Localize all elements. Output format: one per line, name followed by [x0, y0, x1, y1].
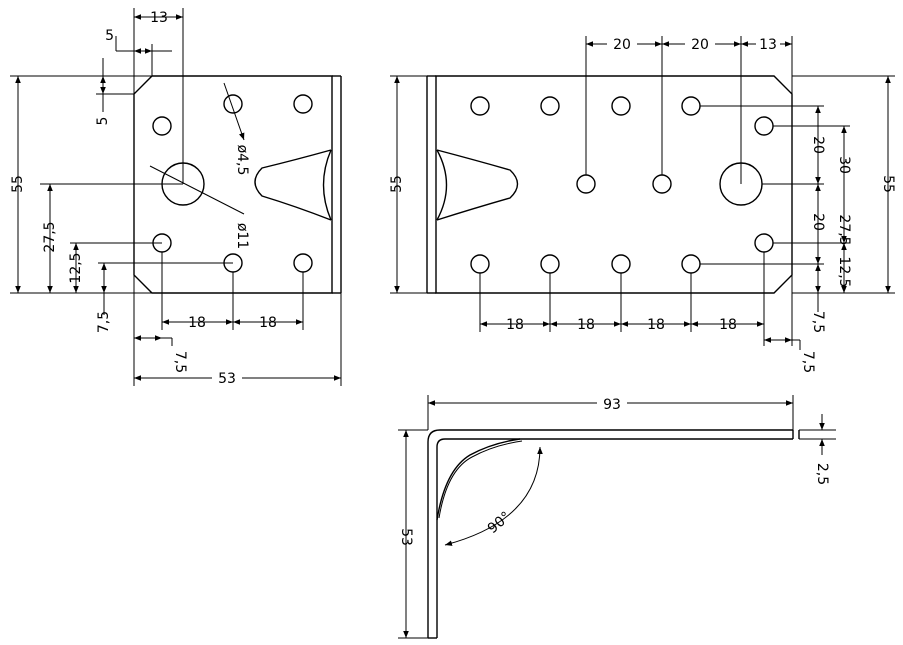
right-rib-curve — [436, 149, 448, 221]
hole — [754, 116, 774, 136]
right-height-left-label: 55 — [389, 175, 405, 193]
small-hole-leader — [223, 82, 245, 141]
hole — [470, 96, 490, 116]
left-rib-curve — [322, 149, 332, 221]
left-bottom-offset-label: 7,5 — [96, 311, 112, 333]
hole — [652, 174, 672, 194]
angle-arc — [444, 446, 543, 546]
left-height-label: 55 — [10, 175, 26, 193]
right-top-pitch-1-label: 20 — [613, 37, 631, 53]
right-plate-view: 55 55 20 20 13 20 30 20 27,5 12,5 — [389, 36, 896, 373]
left-left-offset-label: 7,5 — [172, 351, 188, 373]
left-width-label: 53 — [218, 371, 236, 387]
hole — [681, 254, 701, 274]
right-bottom-pitch-2-label: 18 — [577, 317, 595, 333]
right-bottom-pitch-4-label: 18 — [719, 317, 737, 333]
right-vertical-6-label: 7,5 — [810, 311, 826, 333]
hole — [223, 94, 243, 114]
left-large-hole-label: ø11 — [234, 223, 250, 249]
right-rib-emboss — [436, 149, 519, 221]
hole — [293, 94, 313, 114]
left-rib-emboss — [254, 149, 332, 221]
left-chamfer-h-label: 5 — [105, 28, 114, 44]
angle-profile-inner — [436, 438, 793, 638]
right-vertical-4-label: 27,5 — [836, 214, 852, 245]
right-top-pitch-2-label: 20 — [691, 37, 709, 53]
right-vertical-1-label: 20 — [810, 136, 826, 154]
left-row-offset-label: 12,5 — [68, 252, 84, 283]
right-vertical-3-label: 20 — [810, 213, 826, 231]
right-vertical-5-label: 12,5 — [836, 256, 852, 287]
right-bottom-pitch-3-label: 18 — [647, 317, 665, 333]
hole — [611, 254, 631, 274]
large-hole-leader — [149, 165, 245, 215]
gusset-outline — [436, 438, 521, 521]
hole — [152, 116, 172, 136]
left-chamfer-v-label: 5 — [95, 117, 111, 126]
side-height-label: 53 — [398, 528, 414, 546]
hole — [540, 254, 560, 274]
right-bottom-pitch-1-label: 18 — [506, 317, 524, 333]
left-pitch-1-label: 18 — [188, 315, 206, 331]
right-top-pitch-3-label: 13 — [759, 37, 777, 53]
left-pitch-2-label: 18 — [259, 315, 277, 331]
hole — [470, 254, 490, 274]
right-height-right-label: 55 — [880, 175, 896, 193]
left-small-hole-label: ø4,5 — [234, 145, 250, 176]
angle-profile-outer — [427, 429, 793, 638]
left-mid-height-label: 27,5 — [42, 221, 58, 252]
left-plate-view: 55 27,5 12,5 7,5 13 5 5 ø4,5 — [10, 8, 342, 387]
side-length-label: 93 — [603, 397, 621, 413]
side-thickness-label: 2,5 — [814, 463, 830, 485]
side-angle-label: 90° — [485, 509, 514, 537]
hole — [681, 96, 701, 116]
hole — [754, 233, 774, 253]
side-profile-view: 93 53 2,5 90° — [398, 394, 836, 639]
right-bottom-right-offset-label: 7,5 — [800, 351, 816, 373]
hole — [611, 96, 631, 116]
hole — [540, 96, 560, 116]
left-top-offset-label: 13 — [150, 10, 168, 26]
hole — [293, 253, 313, 273]
hole — [576, 174, 596, 194]
right-vertical-2-label: 30 — [836, 156, 852, 174]
